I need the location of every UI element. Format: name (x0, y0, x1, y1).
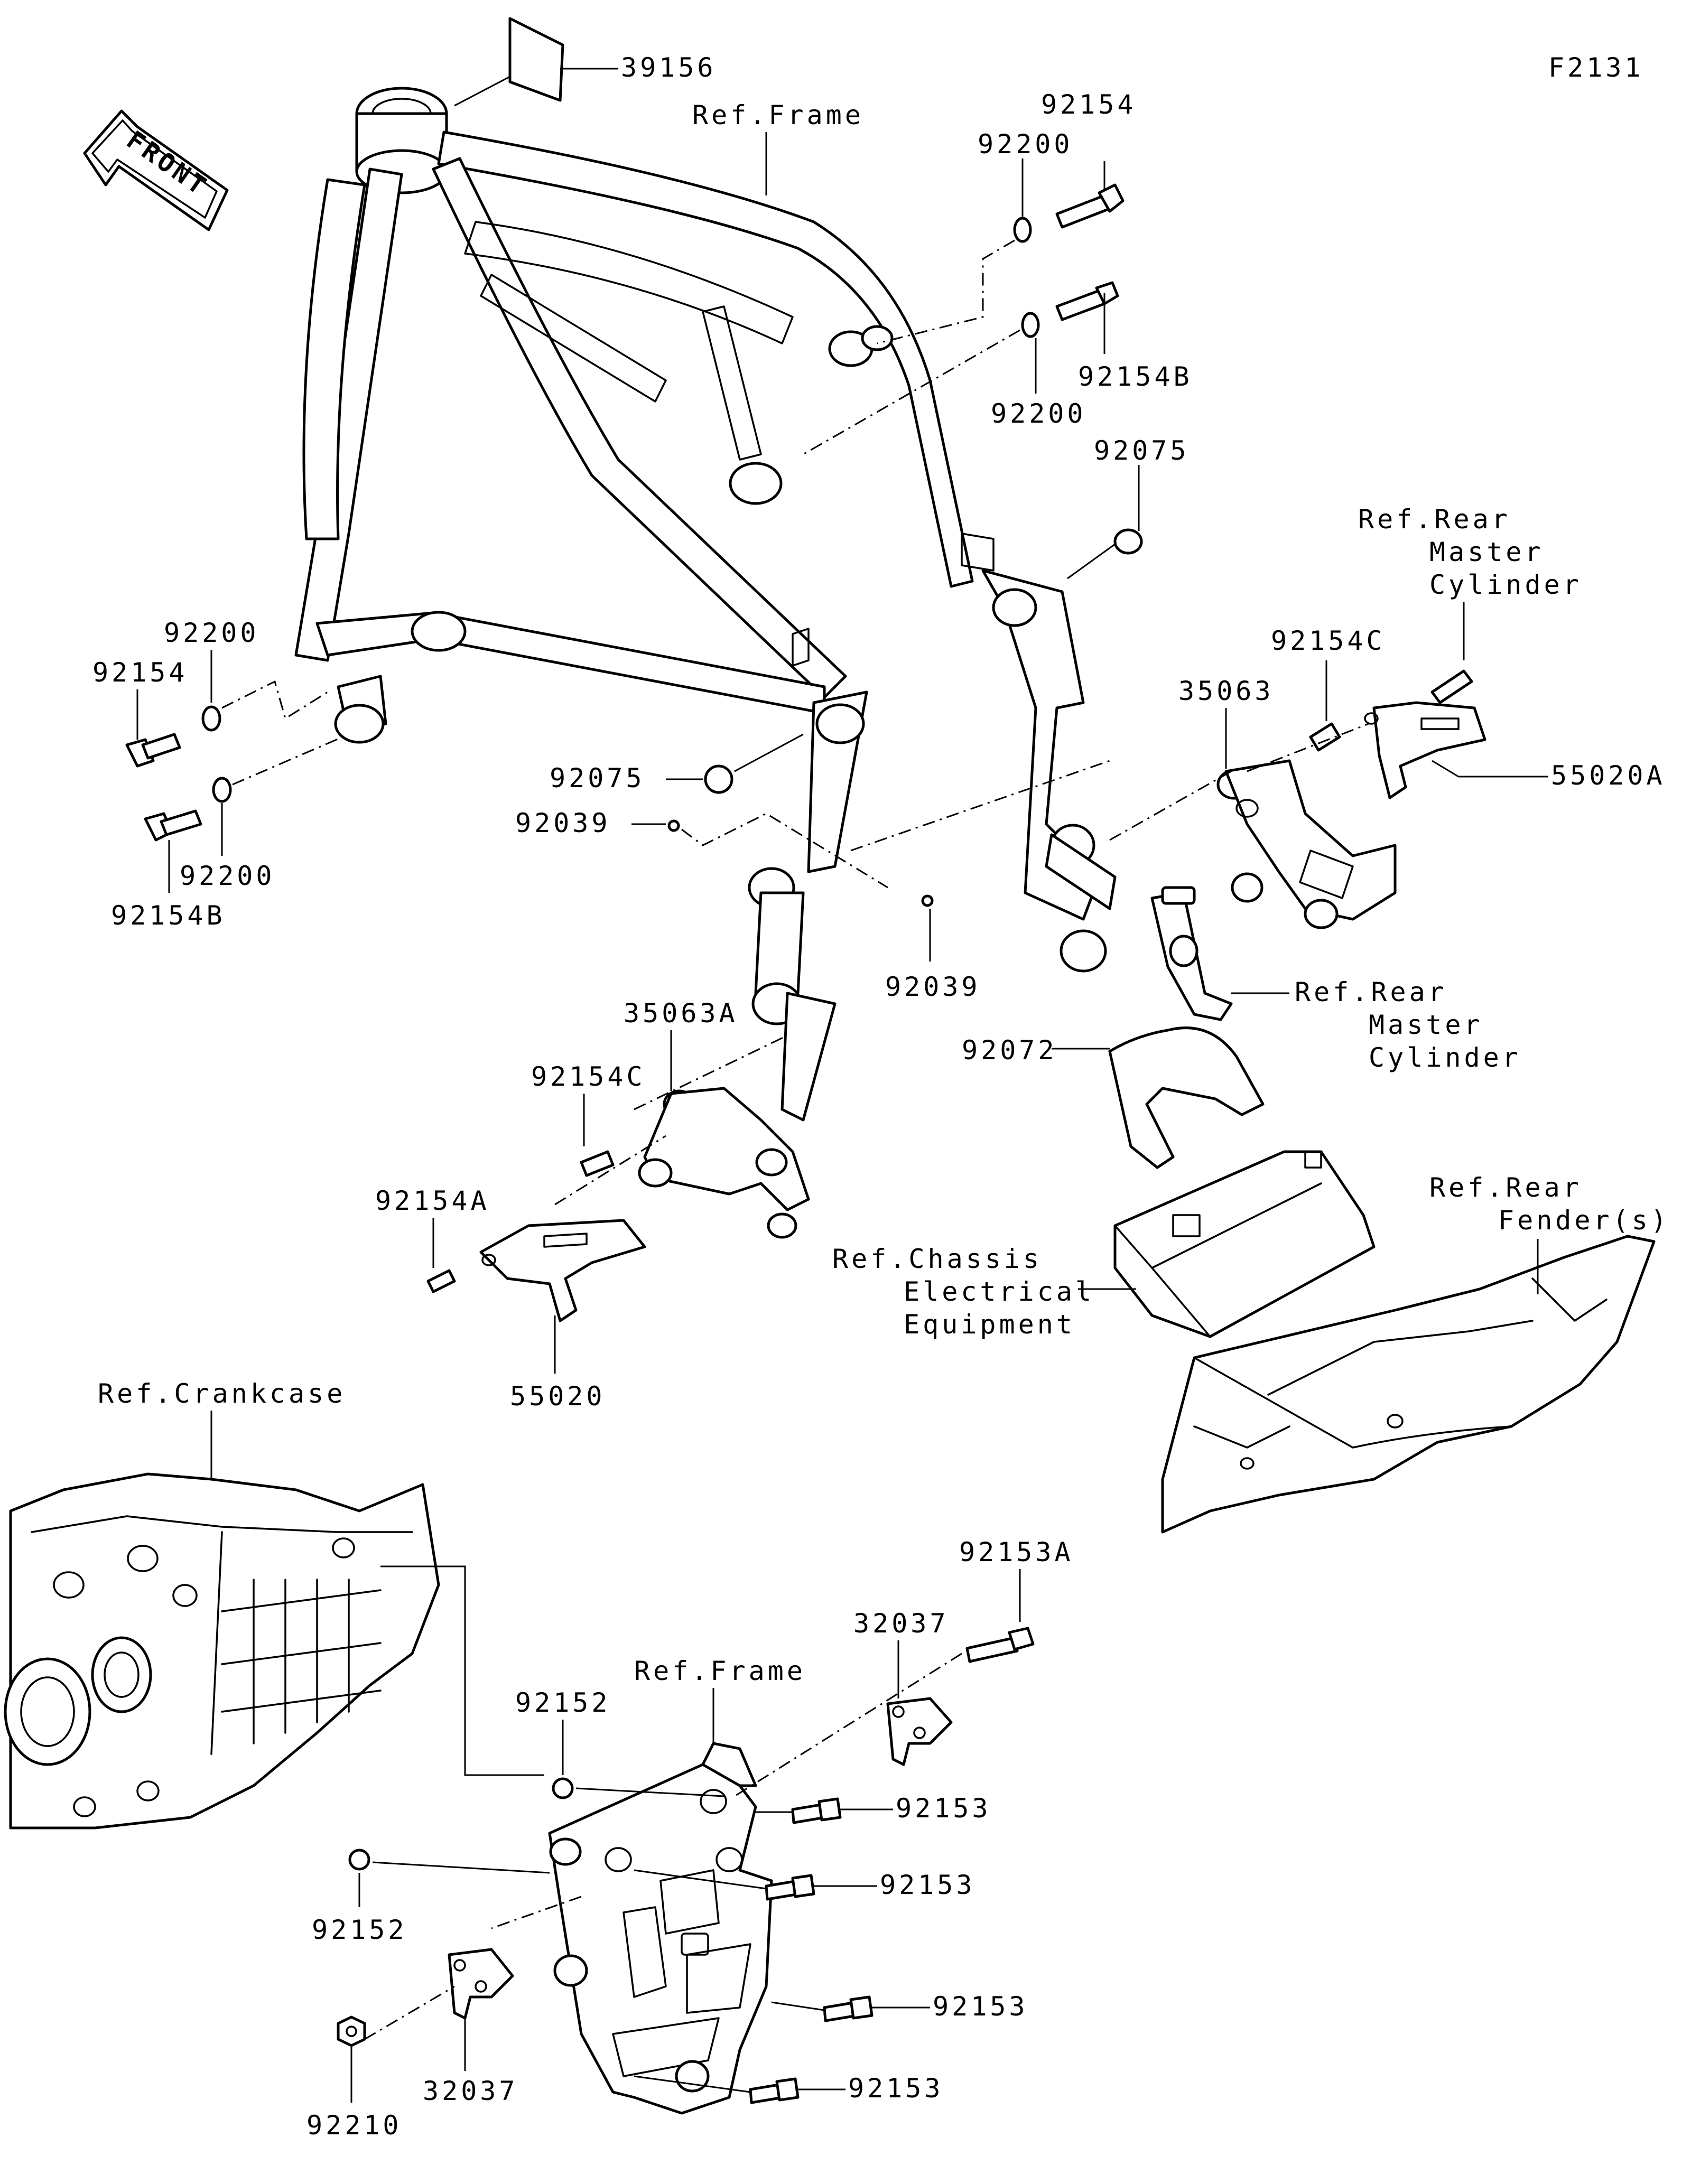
ref-rear-master-mid-line2: Master (1369, 1010, 1483, 1040)
callout-92072: 92072 (962, 1035, 1057, 1066)
ref-chassis-line3: Equipment (904, 1309, 1075, 1340)
callout-92154B-left: 92154B (111, 900, 226, 931)
ref-chassis-line1: Ref.Chassis (832, 1244, 1042, 1274)
part-92039-left: 92039 (515, 808, 888, 889)
part-92153A-bolt: 92153A (959, 1537, 1074, 1663)
part-92154-left-bolt: 92154 (92, 657, 188, 768)
part-55020-heel-guard: 55020 (479, 1219, 646, 1412)
part-92154B-left-bolt: 92154B (111, 809, 226, 931)
part-92154C-left-bolt: 92154C (531, 1061, 646, 1177)
part-92154C-right-bolt: 92154C (1271, 626, 1386, 752)
callout-92153-2: 92153 (880, 1870, 975, 1900)
part-92210-nut: 92210 (306, 2015, 402, 2141)
ref-rear-fender (1161, 1235, 1656, 1534)
part-92154-top-bolt: 92154 (1041, 89, 1137, 229)
callout-92153-4: 92153 (848, 2073, 944, 2104)
ref-rear-master-top-line2: Master (1429, 537, 1544, 567)
frame-main (294, 87, 1117, 1122)
part-ref-rear-master-top-bolt (1430, 669, 1473, 704)
callout-35063: 35063 (1178, 676, 1274, 706)
part-35063A-footrest-bracket: 35063A (624, 998, 810, 1239)
part-rear-master-cylinder (1150, 886, 1289, 1021)
callout-92152-left: 92152 (312, 1915, 407, 1945)
ref-frame-bottom-label: Ref.Frame (634, 1656, 806, 1686)
ref-rear-master-top-line3: Cylinder (1429, 570, 1582, 600)
ref-rear-fender-line1: Ref.Rear (1429, 1172, 1582, 1203)
callout-92152-top: 92152 (515, 1687, 611, 1718)
part-92200-mid-washer: 92200 (991, 312, 1086, 429)
ref-rear-master-mid-line3: Cylinder (1369, 1042, 1521, 1073)
part-92200-left-top-washer: 92200 (164, 618, 259, 732)
part-92153-bolt-4: 92153 (634, 2073, 944, 2104)
callout-92153A: 92153A (959, 1537, 1074, 1567)
part-92154B-top-bolt: 92154B (1055, 281, 1193, 392)
part-92153-bolt-1: 92153 (756, 1793, 991, 1824)
callout-92075-right: 92075 (1094, 435, 1190, 466)
callout-32037-top: 32037 (853, 1608, 949, 1639)
part-92075-right: 92075 (1067, 435, 1190, 580)
ref-rear-fender-line2: Fender(s) (1498, 1205, 1670, 1236)
part-55020A-heel-guard: 55020A (1364, 701, 1666, 799)
callout-35063A: 35063A (624, 998, 738, 1029)
callout-92154B-top: 92154B (1078, 361, 1193, 392)
ref-rear-master-mid-line1: Ref.Rear (1295, 977, 1447, 1007)
ref-frame-top-label: Ref.Frame (692, 100, 864, 130)
callout-92200-left-top: 92200 (164, 618, 259, 648)
part-92152-top-nut: 92152 (515, 1687, 724, 1799)
part-92200-top-washer: 92200 (978, 129, 1073, 243)
part-92039-right: 92039 (885, 894, 981, 1002)
figure-id: F2131 (1548, 52, 1644, 83)
callout-92154C-right: 92154C (1271, 626, 1386, 656)
callout-92200-mid: 92200 (991, 398, 1086, 429)
callout-92039-left: 92039 (515, 808, 611, 838)
callout-92075-left: 92075 (550, 763, 645, 794)
ref-frame-engine-mount (548, 1742, 773, 2115)
callout-92154C-left: 92154C (531, 1061, 646, 1092)
ref-rear-master-top-line1: Ref.Rear (1358, 504, 1511, 535)
front-arrow-icon: FRONT (83, 109, 229, 231)
callout-92154-left: 92154 (92, 657, 188, 688)
part-32037-bottom-bracket: 32037 (423, 1948, 518, 2106)
callout-92039-right: 92039 (885, 972, 981, 1002)
part-92154A-bolt: 92154A (375, 1186, 490, 1293)
ref-chassis-battery (1113, 1150, 1376, 1338)
callout-92200-top: 92200 (978, 129, 1073, 160)
callout-55020: 55020 (510, 1381, 606, 1412)
callout-92154-top: 92154 (1041, 89, 1137, 120)
callout-92200-left-bottom: 92200 (180, 861, 275, 891)
callout-92153-3: 92153 (933, 1991, 1028, 2022)
part-92153-bolt-2: 92153 (634, 1869, 975, 1901)
part-32037-top-bracket: 32037 (853, 1608, 953, 1766)
ref-crankcase-label: Ref.Crankcase (98, 1378, 346, 1409)
callout-92153-1: 92153 (896, 1793, 991, 1824)
part-92072-battery-strap: 92072 (962, 1026, 1265, 1169)
part-92075-left: 92075 (550, 733, 804, 794)
part-92153-bolt-3: 92153 (771, 1991, 1028, 2022)
part-39156-label-plate: 39156 (454, 17, 717, 107)
callout-92154A: 92154A (375, 1186, 490, 1216)
part-92200-left-bottom-washer: 92200 (180, 777, 275, 891)
ref-chassis-line2: Electrical (904, 1276, 1094, 1307)
callout-32037-bottom: 32037 (423, 2076, 518, 2106)
callout-92210: 92210 (306, 2110, 402, 2141)
part-35063-footrest-bracket: 35063 (1178, 676, 1397, 929)
part-92152-left-nut: 92152 (312, 1849, 550, 1945)
callout-39156: 39156 (621, 52, 717, 83)
callout-55020A: 55020A (1551, 760, 1666, 791)
ref-crankcase (4, 1472, 440, 1830)
